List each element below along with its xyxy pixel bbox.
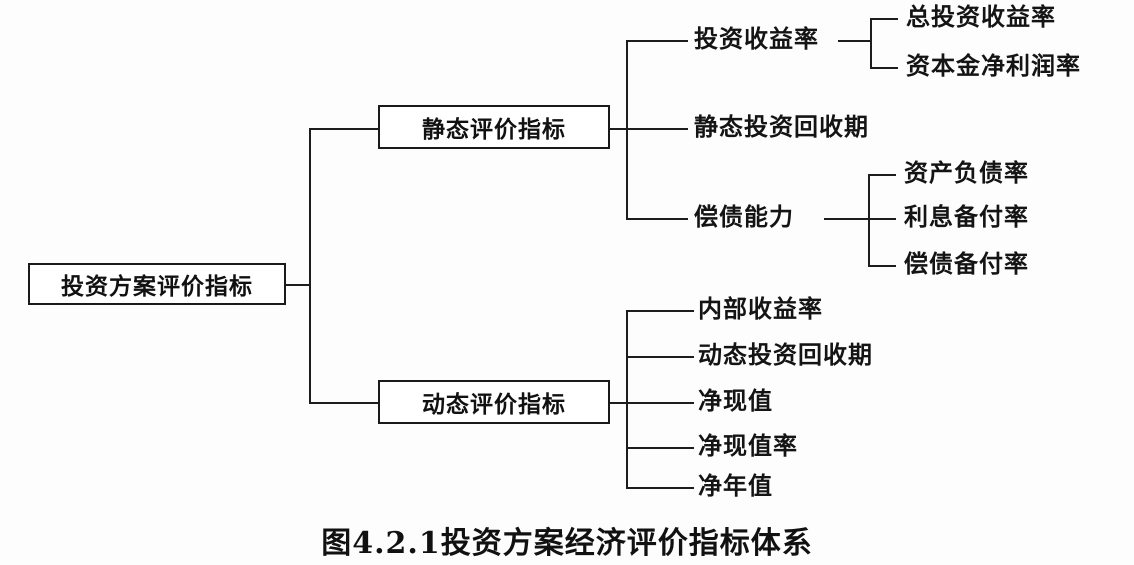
figure-caption: 图4.2.1投资方案经济评价指标体系 xyxy=(321,526,813,561)
connector-dynamic-to-payback xyxy=(626,356,694,358)
connector-dynamic-to-nav xyxy=(626,487,694,489)
node-root-investment-evaluation-index: 投资方案评价指标 xyxy=(28,263,286,305)
connector-dynamic-to-npv xyxy=(626,402,694,404)
connector-static-to-solvency xyxy=(626,218,688,220)
connector-root-trunk xyxy=(309,128,311,402)
leaf-roi-total: 总投资收益率 xyxy=(906,3,1056,31)
connector-solvency-spine xyxy=(868,174,870,266)
connector-root-stem xyxy=(286,284,310,286)
connector-solvency-stem xyxy=(824,218,870,220)
leaf-debt-asset-ratio: 资产负债率 xyxy=(904,159,1029,187)
connector-static-to-payback xyxy=(626,128,688,130)
leaf-debt-service-coverage: 偿债备付率 xyxy=(904,250,1029,278)
connector-roi-to-capital xyxy=(870,67,898,69)
connector-dynamic-to-irr xyxy=(626,310,694,312)
leaf-static-payback: 静态投资回收期 xyxy=(694,113,869,141)
connector-solvency-to-debt-asset xyxy=(868,174,896,176)
node-static-evaluation-index: 静态评价指标 xyxy=(378,105,610,149)
leaf-npv: 净现值 xyxy=(698,387,773,415)
connector-root-to-static xyxy=(309,128,379,130)
leaf-npvr: 净现值率 xyxy=(698,432,798,460)
connector-root-to-dynamic xyxy=(309,402,379,404)
connector-roi-to-total xyxy=(870,18,898,20)
leaf-roi: 投资收益率 xyxy=(694,25,819,53)
leaf-roi-capital: 资本金净利润率 xyxy=(906,52,1081,80)
connector-solvency-to-interest xyxy=(868,218,896,220)
leaf-interest-coverage: 利息备付率 xyxy=(904,203,1029,231)
connector-roi-spine xyxy=(870,18,872,68)
node-label: 动态评价指标 xyxy=(422,392,566,418)
node-dynamic-evaluation-index: 动态评价指标 xyxy=(378,380,610,424)
connector-static-stem xyxy=(610,128,628,130)
connector-solvency-to-dscr xyxy=(868,265,896,267)
connector-dynamic-spine xyxy=(626,310,628,487)
connector-dynamic-stem xyxy=(610,402,628,404)
connector-roi-stem xyxy=(838,40,872,42)
node-label: 静态评价指标 xyxy=(422,117,566,143)
leaf-irr: 内部收益率 xyxy=(698,295,823,323)
leaf-dynamic-payback: 动态投资回收期 xyxy=(698,341,873,369)
node-label: 投资方案评价指标 xyxy=(61,274,253,300)
leaf-nav: 净年值 xyxy=(698,472,773,500)
leaf-solvency: 偿债能力 xyxy=(694,203,794,231)
connector-dynamic-to-npvr xyxy=(626,447,694,449)
connector-static-to-roi xyxy=(626,40,688,42)
